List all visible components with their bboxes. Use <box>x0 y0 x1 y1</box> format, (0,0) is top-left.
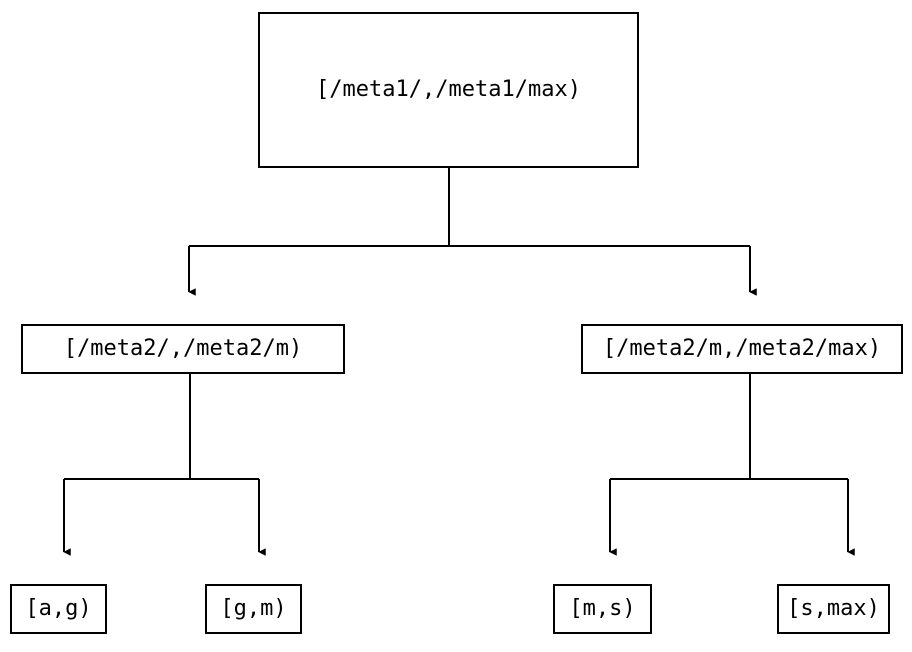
tree-node-root-label: [/meta1/,/meta1/max) <box>316 77 581 102</box>
tree-node-leaf-ag-label: [a,g) <box>25 596 92 621</box>
tree-node-leaf-ag[interactable]: [a,g) <box>10 584 107 634</box>
tree-node-leaf-ms[interactable]: [m,s) <box>553 584 652 634</box>
tree-node-mid-right-label: [/meta2/m,/meta2/max) <box>602 336 882 361</box>
tree-node-leaf-gm[interactable]: [g,m) <box>205 584 302 634</box>
tree-node-leaf-gm-label: [g,m) <box>220 596 287 621</box>
tree-node-leaf-smax-label: [s,max) <box>787 596 880 621</box>
tree-node-leaf-smax[interactable]: [s,max) <box>777 584 890 634</box>
edge-midleft-to-leaves <box>63 374 266 556</box>
edge-midright-to-leaves <box>609 374 855 556</box>
tree-node-mid-left-label: [/meta2/,/meta2/m) <box>63 336 303 361</box>
tree-node-leaf-ms-label: [m,s) <box>569 596 636 621</box>
tree-node-mid-right[interactable]: [/meta2/m,/meta2/max) <box>581 324 903 374</box>
tree-node-mid-left[interactable]: [/meta2/,/meta2/m) <box>21 324 345 374</box>
tree-node-root[interactable]: [/meta1/,/meta1/max) <box>258 12 639 168</box>
edge-root-to-mid-level <box>188 168 757 296</box>
